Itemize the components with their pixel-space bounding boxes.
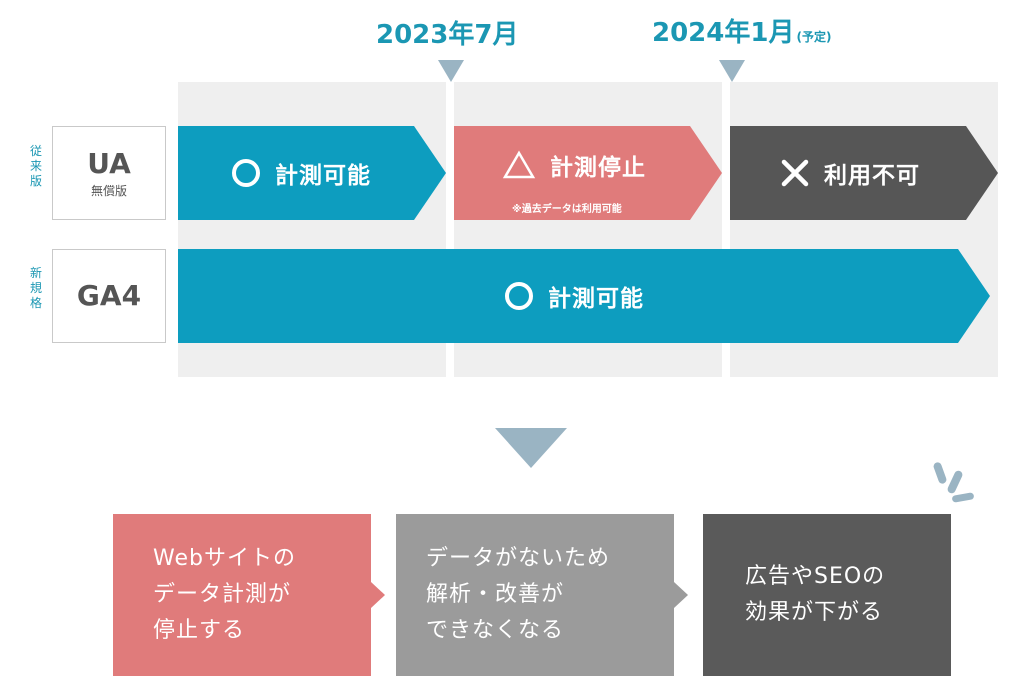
marker-2024-01-icon <box>719 60 745 82</box>
triangle-icon <box>502 150 536 180</box>
consequence-text-2: データがないため 解析・改善が できなくなる <box>426 546 611 643</box>
sparkle-line-2-icon <box>946 469 964 495</box>
side-label-new: 新規格 <box>29 266 42 310</box>
ua-phase2-label: 計測停止 <box>550 155 646 181</box>
consequence-box-1: Webサイトの データ計測が 停止する <box>113 514 371 676</box>
ua-phase2-arrow: 計測停止 ※過去データは利用可能 <box>454 126 722 220</box>
ua-name-box: UA 無償版 <box>52 126 166 220</box>
ua-phase3-label: 利用不可 <box>824 163 920 189</box>
consequence-box-3: 広告やSEOの 効果が下がる <box>703 514 951 676</box>
ga4-phase-label: 計測可能 <box>548 286 644 312</box>
ga4-phase-arrow: 計測可能 <box>178 249 990 343</box>
ua-sub: 無償版 <box>90 183 127 198</box>
marker-2023-07-icon <box>438 60 464 82</box>
consequence-box-2: データがないため 解析・改善が できなくなる <box>396 514 674 676</box>
ua-phase3-arrow: 利用不可 <box>730 126 998 220</box>
ua-phase1-label: 計測可能 <box>275 163 371 189</box>
cross-icon <box>780 158 810 188</box>
consequence-text-1: Webサイトの データ計測が 停止する <box>153 546 296 643</box>
ga4-name: GA4 <box>76 279 142 312</box>
date-note: (予定) <box>796 30 832 44</box>
ua-name: UA <box>87 146 131 180</box>
circle-icon <box>504 281 534 311</box>
date-2024-01: 2024年1月(予定) <box>652 18 832 48</box>
down-arrow-icon <box>495 428 567 468</box>
sparkle-line-3-icon <box>951 492 975 503</box>
ua-phase1-arrow: 計測可能 <box>178 126 446 220</box>
ua-phase2-note: ※過去データは利用可能 <box>512 204 622 215</box>
side-label-legacy: 従来版 <box>29 144 42 188</box>
ga4-name-box: GA4 <box>52 249 166 343</box>
consequence-pointer-2-icon <box>674 582 688 608</box>
consequence-pointer-1-icon <box>371 582 385 608</box>
date-2023-07: 2023年7月 <box>376 20 519 50</box>
consequence-text-3: 広告やSEOの 効果が下がる <box>745 564 886 625</box>
circle-icon <box>231 158 261 188</box>
sparkle-line-1-icon <box>932 461 948 485</box>
